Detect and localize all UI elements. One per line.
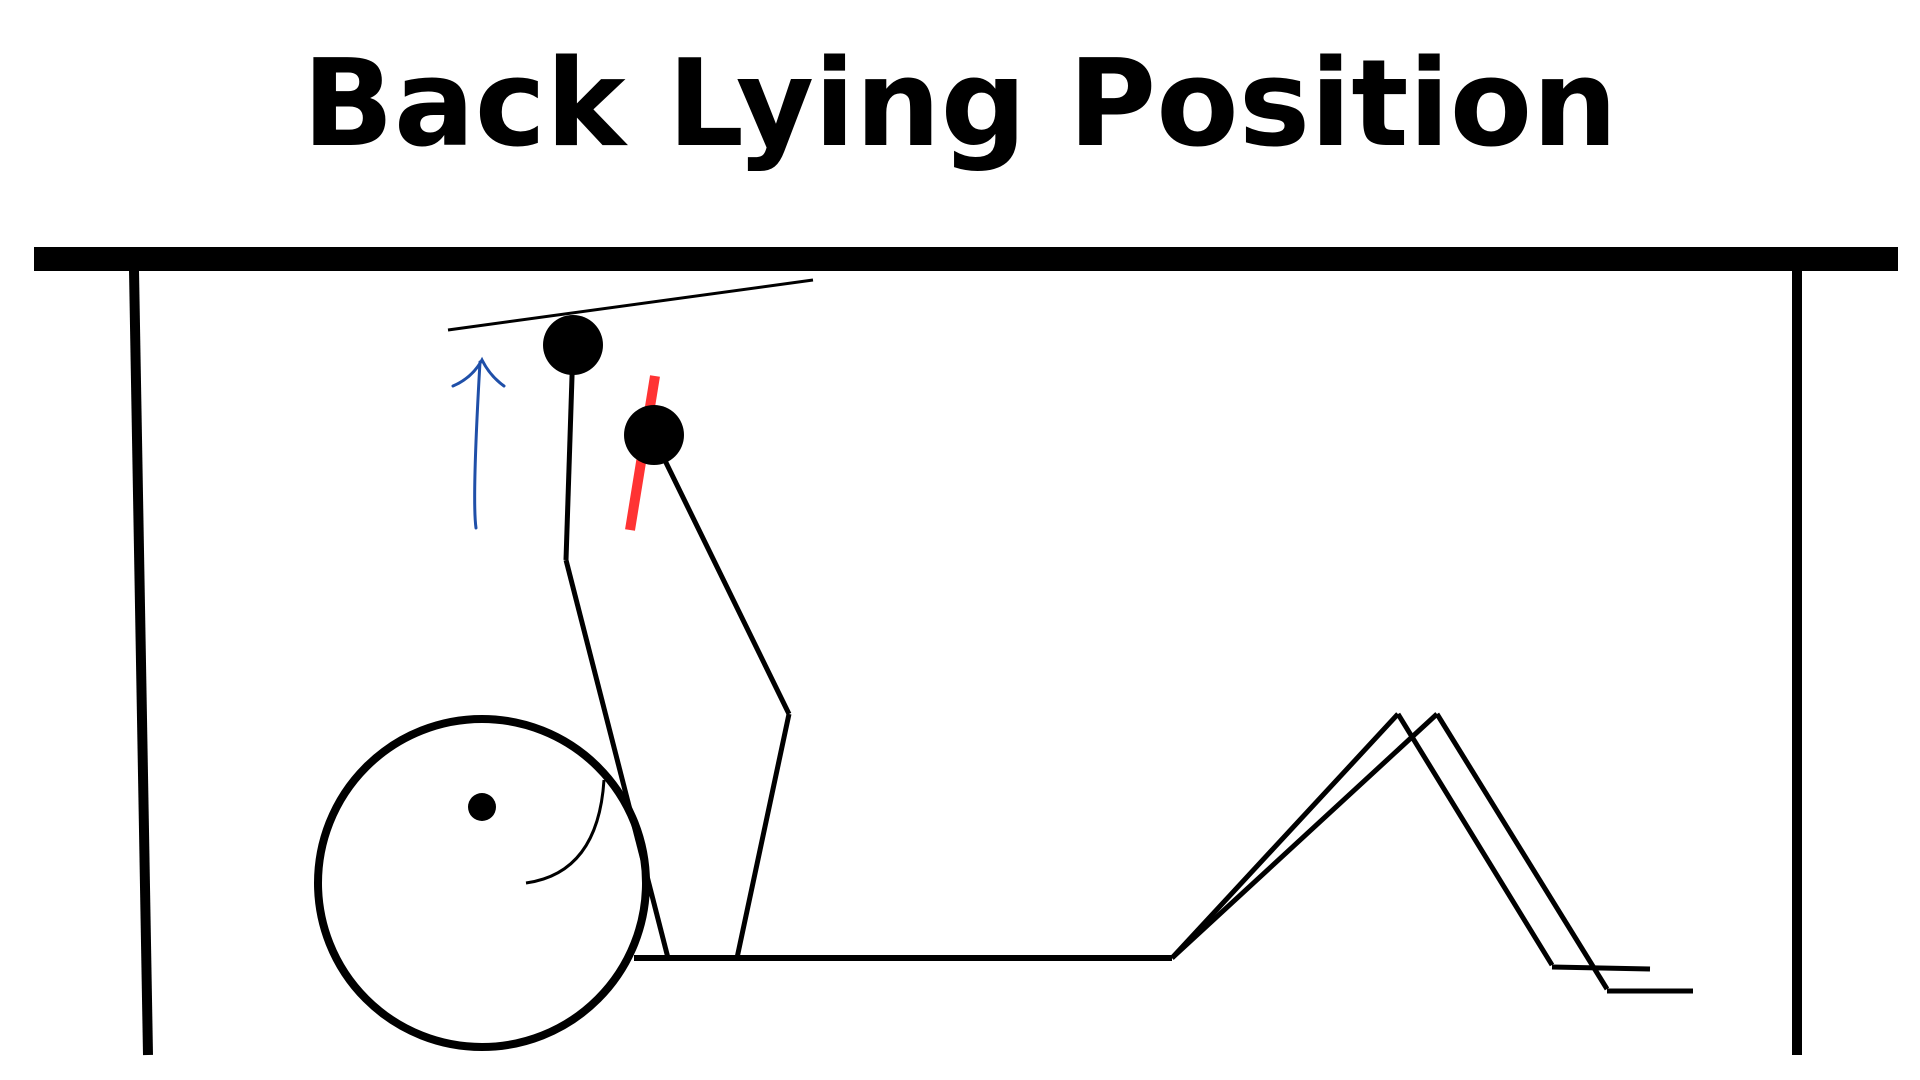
chin-curve — [525, 779, 606, 885]
thigh-1 — [1170, 712, 1400, 960]
arm-starting — [650, 434, 792, 959]
head — [314, 715, 650, 1051]
legs — [1170, 712, 1693, 994]
diagram-title: Back Lying Position — [302, 35, 1618, 174]
shin-1 — [1395, 712, 1555, 967]
hand-starting — [624, 405, 684, 465]
shin-2 — [1434, 712, 1610, 991]
upper-arm-raised — [563, 559, 671, 959]
hand-raised — [543, 315, 603, 375]
thigh-2 — [1170, 712, 1439, 960]
reach-reference-line — [447, 278, 814, 332]
frame — [34, 247, 1898, 1056]
forearm-raised — [563, 345, 576, 561]
forearm-starting — [650, 434, 792, 716]
eye-dot — [468, 793, 496, 821]
frame-left-post — [129, 269, 153, 1056]
up-arrow-icon — [451, 356, 506, 530]
arm-raised — [563, 345, 671, 959]
head-outline — [314, 715, 650, 1051]
upper-arm-starting — [734, 713, 792, 959]
foot-1 — [1551, 964, 1651, 972]
